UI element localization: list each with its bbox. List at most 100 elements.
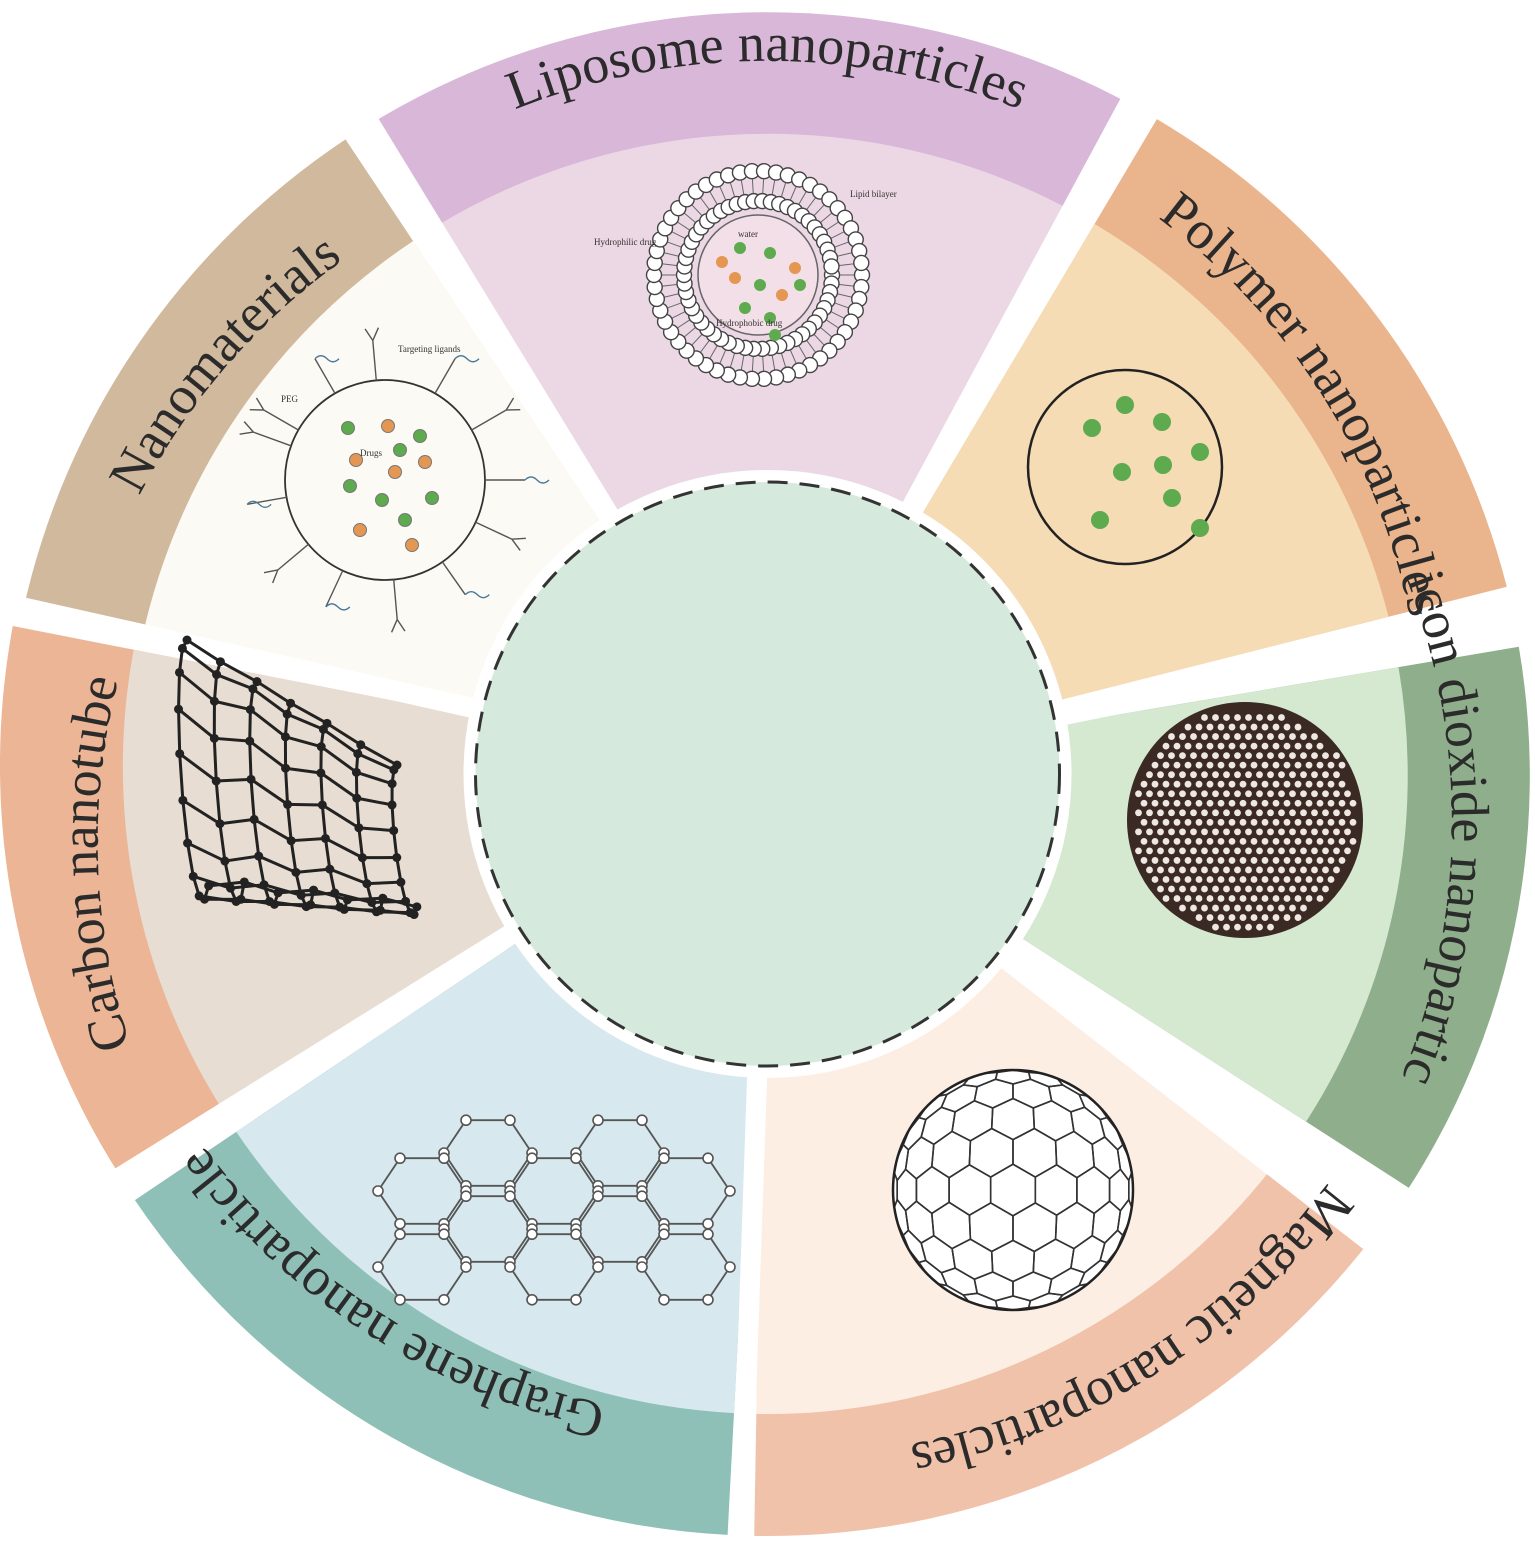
pore (1278, 847, 1285, 854)
pore (1168, 809, 1175, 816)
drug-dot (394, 444, 407, 457)
pore (1295, 743, 1302, 750)
carbon-atom (189, 872, 198, 881)
carbon-atom (571, 1229, 581, 1239)
pore (1306, 895, 1313, 902)
drug-dot (1191, 519, 1209, 537)
carbon-atom (175, 668, 184, 677)
pore (1179, 733, 1186, 740)
pore (1179, 809, 1186, 816)
pore (1284, 819, 1291, 826)
pore (1251, 781, 1258, 788)
pore (1240, 781, 1247, 788)
carbon-atom (216, 657, 225, 666)
pore (1229, 800, 1236, 807)
pore (1284, 743, 1291, 750)
pore (1289, 905, 1296, 912)
pore (1339, 819, 1346, 826)
pore (1218, 743, 1225, 750)
pore (1168, 733, 1175, 740)
label-targeting-ligands: Targeting ligands (398, 344, 461, 354)
bond (250, 741, 251, 779)
carbon-atom (571, 1153, 581, 1163)
pore (1300, 733, 1307, 740)
drug-dot (406, 539, 419, 552)
label-lipid-bilayer: Lipid bilayer (850, 189, 897, 199)
carbon-atom (373, 1262, 383, 1272)
pore (1328, 838, 1335, 845)
pore (1245, 828, 1252, 835)
pore (1344, 847, 1351, 854)
carbon-atom (392, 853, 401, 862)
pore (1190, 771, 1197, 778)
pore (1201, 752, 1208, 759)
pore (1267, 867, 1274, 874)
carbon-atom (439, 1295, 449, 1305)
pore (1152, 781, 1159, 788)
carbon-atom (352, 768, 361, 777)
carbon-atom (659, 1229, 669, 1239)
pore (1234, 733, 1241, 740)
pore (1328, 800, 1335, 807)
pore (1251, 800, 1258, 807)
pore (1207, 743, 1214, 750)
pore (1245, 867, 1252, 874)
pore (1229, 838, 1236, 845)
carbon-atom (396, 878, 405, 887)
pore (1262, 781, 1269, 788)
pore (1251, 838, 1258, 845)
pore (1306, 838, 1313, 845)
drug-dot (1091, 511, 1109, 529)
pore (1311, 752, 1318, 759)
pore (1201, 733, 1208, 740)
pore (1333, 809, 1340, 816)
drug-dot (426, 492, 439, 505)
pore (1256, 714, 1263, 721)
pore (1234, 867, 1241, 874)
pore (1212, 809, 1219, 816)
pore (1174, 838, 1181, 845)
pore (1196, 838, 1203, 845)
pore (1212, 905, 1219, 912)
pore (1311, 867, 1318, 874)
carbon-atom (571, 1295, 581, 1305)
pore (1201, 714, 1208, 721)
pore (1157, 771, 1164, 778)
pore (1267, 714, 1274, 721)
pore (1240, 800, 1247, 807)
carbon-atom (401, 897, 410, 906)
pore (1201, 809, 1208, 816)
pore (1350, 819, 1357, 826)
pore (1267, 752, 1274, 759)
pore (1185, 762, 1192, 769)
pore (1223, 924, 1230, 931)
pore (1311, 771, 1318, 778)
pore (1245, 924, 1252, 931)
pore (1218, 895, 1225, 902)
pore (1317, 876, 1324, 883)
pore (1229, 895, 1236, 902)
pore (1245, 809, 1252, 816)
pore (1196, 781, 1203, 788)
pore (1306, 762, 1313, 769)
pore (1240, 819, 1247, 826)
pore (1223, 886, 1230, 893)
pore (1256, 809, 1263, 816)
carbon-atom (439, 1229, 449, 1239)
pore (1251, 819, 1258, 826)
pore (1273, 762, 1280, 769)
pore (1317, 781, 1324, 788)
pore (1267, 924, 1274, 931)
pore (1212, 924, 1219, 931)
pore (1152, 857, 1159, 864)
pore (1218, 876, 1225, 883)
pore (1306, 800, 1313, 807)
pore (1278, 828, 1285, 835)
pore (1218, 781, 1225, 788)
pore (1168, 828, 1175, 835)
geodesic-sphere-icon (893, 1070, 1133, 1310)
pore (1262, 914, 1269, 921)
pore (1273, 800, 1280, 807)
pore (1344, 828, 1351, 835)
pore (1300, 771, 1307, 778)
